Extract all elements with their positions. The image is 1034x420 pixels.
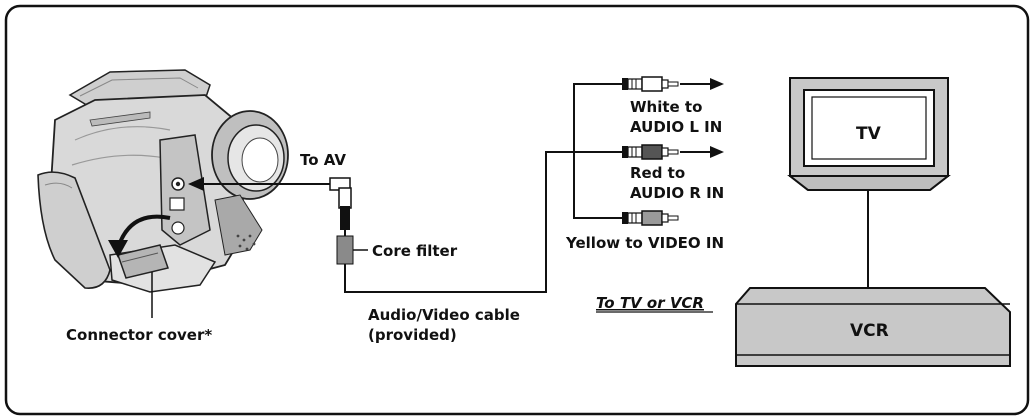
label-connector-cover: Connector cover*: [66, 326, 212, 344]
label-white-line2: AUDIO L IN: [630, 118, 722, 136]
camera-cable: [188, 151, 640, 293]
label-white-line1: White to: [630, 98, 702, 116]
camcorder: [37, 69, 289, 293]
label-red-line1: Red to: [630, 164, 685, 182]
white-rca-plug: [622, 76, 724, 92]
label-to-av: To AV: [300, 151, 346, 169]
yellow-rca-plug: [622, 210, 679, 226]
label-cable-line1: Audio/Video cable: [368, 306, 520, 324]
label-red-line2: AUDIO R IN: [630, 184, 724, 202]
label-core-filter: Core filter: [372, 242, 458, 260]
red-rca-plug: [622, 144, 724, 160]
diagram-frame: [4, 4, 1030, 416]
rca-branches: [573, 83, 640, 219]
label-yellow: Yellow to VIDEO IN: [565, 234, 724, 252]
tv-set: [787, 77, 951, 191]
label-tv: TV: [856, 124, 882, 144]
label-cable-line2: (provided): [368, 326, 457, 344]
label-to-tv-or-vcr: To TV or VCR: [596, 294, 704, 312]
label-vcr: VCR: [850, 321, 889, 341]
vcr-deck: [735, 287, 1011, 367]
